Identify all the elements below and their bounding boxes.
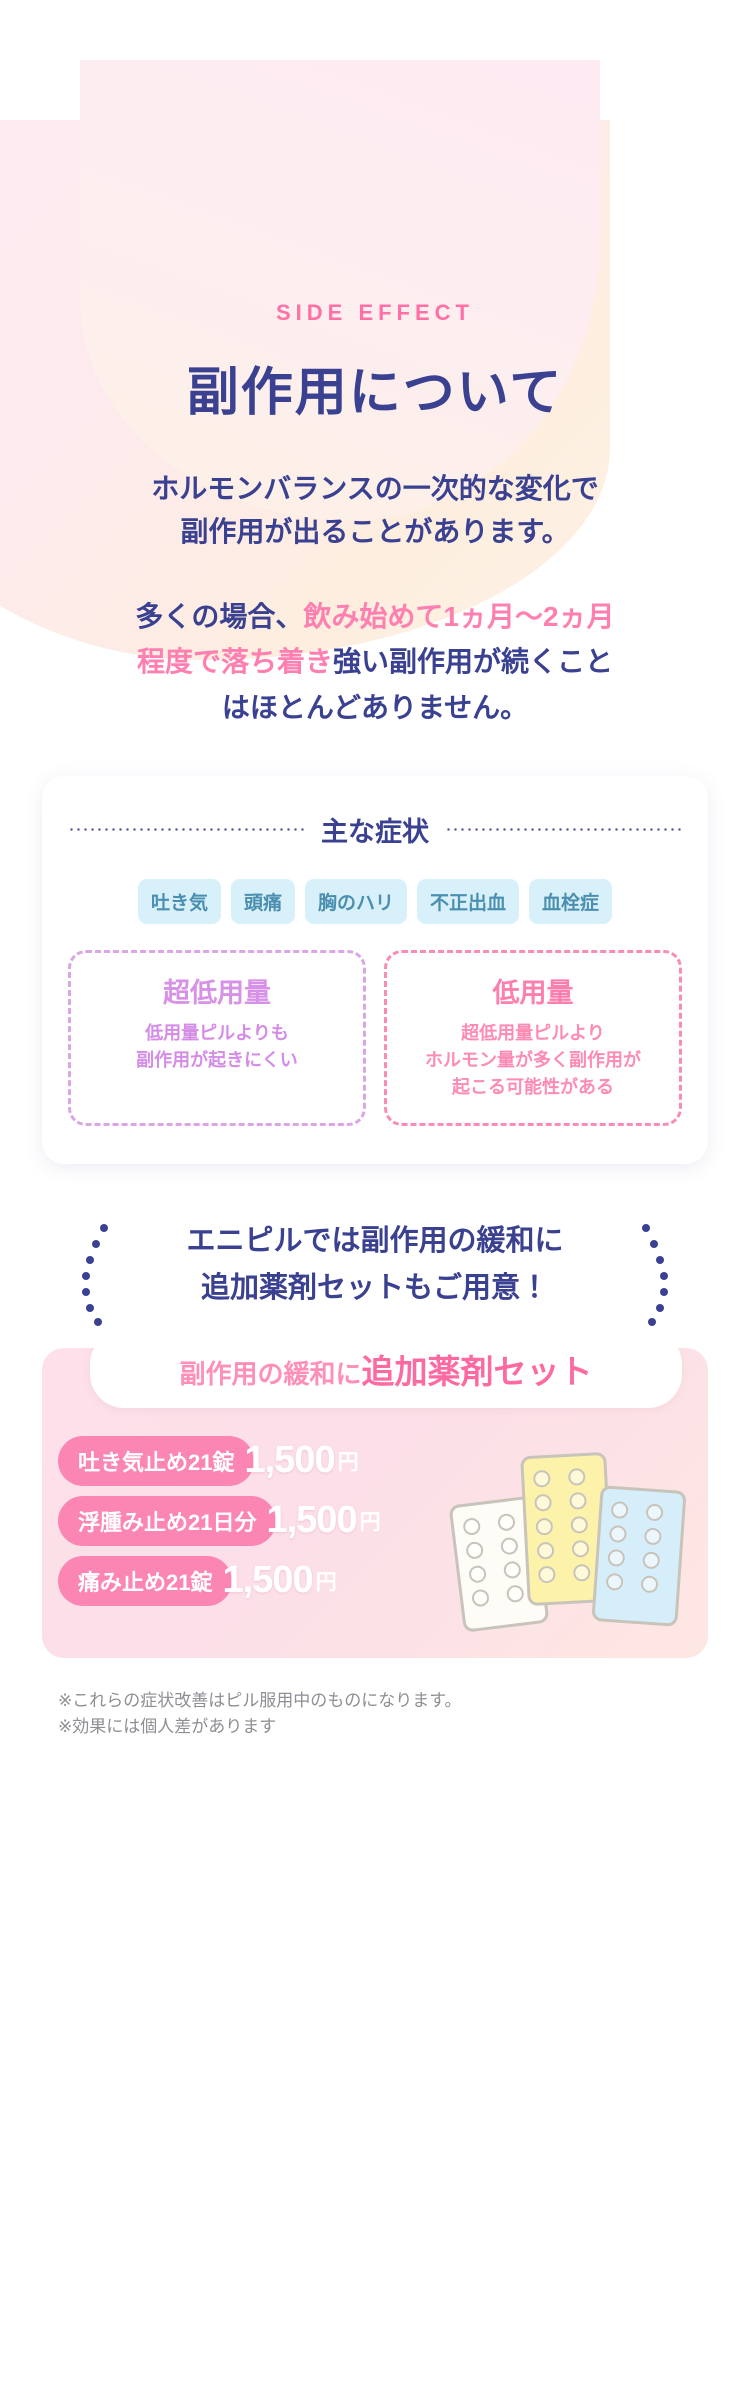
pill-pack-illustration: [448, 1438, 687, 1633]
lead-paragraph: ホルモンバランスの一次的な変化で 副作用が出ることがあります。: [20, 467, 730, 554]
addon-price-list: 吐き気止め21錠 1,500 円 浮腫み止め21日分 1,500 円 痛み止め2…: [42, 1435, 708, 1606]
lead-line-2: 副作用が出ることがあります。: [180, 516, 570, 548]
section-eyebrow: SIDE EFFECT: [275, 300, 474, 325]
dot-decoration-right: [632, 1223, 672, 1326]
addon-banner: 副作用の緩和に追加薬剤セット: [90, 1347, 682, 1408]
lead2-part-1: 多くの場合、: [135, 600, 304, 632]
promo-heading-block: エニピルでは副作用の緩和に 追加薬剤セットもご用意！: [20, 1218, 730, 1326]
price-item-amount: 1,500: [244, 1439, 335, 1482]
price-item-label: 痛み止め21錠: [58, 1555, 233, 1606]
promo-line-2: 追加薬剤セットもご用意！: [200, 1271, 549, 1304]
dose-description: 低用量ピルよりも 副作用が起きにくい: [81, 1020, 353, 1074]
price-row: 吐き気止め21錠 1,500 円: [58, 1435, 708, 1486]
price-item-label: 浮腫み止め21日分: [58, 1495, 277, 1546]
symptoms-card: 主な症状 吐き気 頭痛 胸のハリ 不正出血 血栓症 超低用量 低用量ピルよりも …: [42, 775, 708, 1164]
symptom-tag: 血栓症: [529, 878, 613, 924]
lead2-highlight-1: 飲み始めて1ヵ月〜2ヵ月: [303, 600, 615, 632]
dose-desc-line: 副作用が起きにくい: [136, 1049, 298, 1070]
dot-decoration-left: [78, 1223, 118, 1326]
price-item-unit: 円: [315, 1570, 337, 1594]
dose-title: 低用量: [492, 977, 574, 1008]
dose-comparison: 超低用量 低用量ピルよりも 副作用が起きにくい 低用量 超低用量ピルより ホルモ…: [68, 949, 682, 1126]
page-title: 副作用について: [186, 364, 564, 422]
lead-line-1: ホルモンバランスの一次的な変化で: [151, 473, 599, 504]
addon-banner-title: 追加薬剤セット: [361, 1352, 593, 1390]
dose-desc-line: 起こる可能性がある: [452, 1076, 614, 1097]
dotted-divider-right: [445, 827, 682, 831]
symptom-tag: 不正出血: [417, 878, 520, 924]
dose-desc-line: ホルモン量が多く副作用が: [425, 1049, 641, 1070]
symptoms-card-title: 主な症状: [321, 816, 429, 847]
lead2-part-3: はほとんどありません。: [221, 691, 529, 723]
price-item-unit: 円: [337, 1450, 359, 1474]
disclaimer-notes: ※これらの症状改善はピル服用中のものになります。 ※効果には個人差があります: [58, 1688, 730, 1741]
dotted-divider-left: [68, 827, 305, 831]
dose-desc-line: 超低用量ピルより: [461, 1022, 605, 1043]
addon-product-card: 副作用の緩和に追加薬剤セット 吐き気止め21錠 1,500 円 浮腫み止め21日…: [42, 1347, 708, 1658]
lead2-part-2: 強い副作用が続くこと: [333, 646, 614, 678]
dose-description: 超低用量ピルより ホルモン量が多く副作用が 起こる可能性がある: [397, 1020, 669, 1101]
symptom-tag-list: 吐き気 頭痛 胸のハリ 不正出血 血栓症: [68, 878, 682, 924]
symptom-tag: 吐き気: [137, 878, 221, 924]
promo-line-1: エニピルでは副作用の緩和に: [186, 1224, 564, 1257]
lead-paragraph-highlighted: 多くの場合、飲み始めて1ヵ月〜2ヵ月程度で落ち着き強い副作用が続くことはほとんど…: [20, 594, 730, 730]
price-item-amount: 1,500: [266, 1499, 357, 1542]
price-row: 浮腫み止め21日分 1,500 円: [58, 1495, 708, 1546]
price-item-unit: 円: [359, 1510, 381, 1534]
disclaimer-line-1: ※これらの症状改善はピル服用中のものになります。: [58, 1690, 462, 1710]
pill-pack-blue: [591, 1484, 687, 1627]
price-item-label: 吐き気止め21錠: [58, 1435, 255, 1486]
page-root: SIDE EFFECT 副作用について ホルモンバランスの一次的な変化で 副作用…: [0, 300, 750, 1740]
disclaimer-line-2: ※効果には個人差があります: [58, 1717, 277, 1737]
price-item-amount: 1,500: [222, 1559, 313, 1602]
dose-box-ultra-low: 超低用量 低用量ピルよりも 副作用が起きにくい: [68, 949, 366, 1126]
symptoms-card-header: 主な症状: [68, 810, 682, 849]
dose-box-low: 低用量 超低用量ピルより ホルモン量が多く副作用が 起こる可能性がある: [384, 949, 682, 1126]
decorative-blob-secondary: [80, 60, 600, 520]
promo-heading: エニピルでは副作用の緩和に 追加薬剤セットもご用意！: [20, 1218, 730, 1312]
price-row: 痛み止め21錠 1,500 円: [58, 1555, 708, 1606]
symptom-tag: 頭痛: [230, 878, 295, 924]
dose-title: 超低用量: [163, 977, 271, 1008]
lead2-highlight-2: 程度で落ち着き: [136, 646, 333, 678]
symptom-tag: 胸のハリ: [304, 878, 407, 924]
addon-banner-subtitle: 副作用の緩和に: [179, 1358, 362, 1389]
dose-desc-line: 低用量ピルよりも: [145, 1022, 289, 1043]
